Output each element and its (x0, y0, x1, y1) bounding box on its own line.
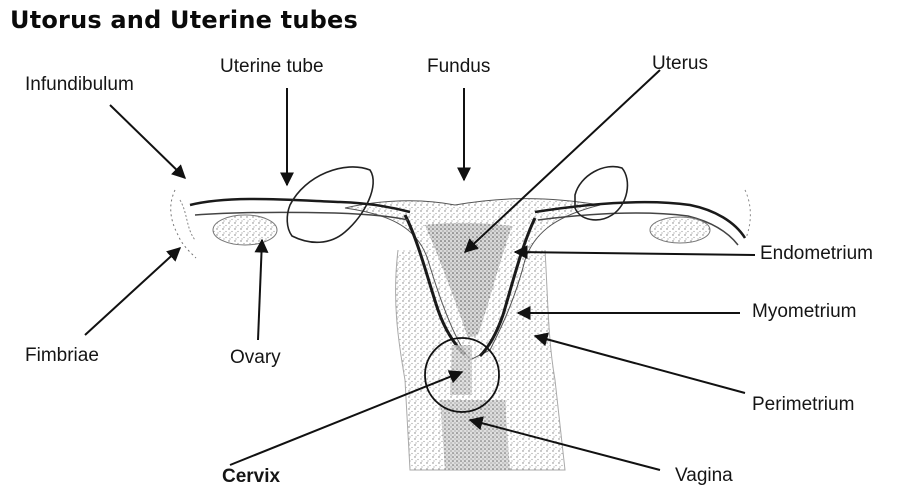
arrow-uterus (465, 70, 660, 252)
label-ovary: Ovary (230, 347, 281, 369)
label-perimetrium: Perimetrium (752, 394, 854, 416)
arrow-endometrium (515, 252, 755, 255)
label-vagina: Vagina (675, 465, 733, 487)
label-myometrium: Myometrium (752, 301, 857, 323)
arrow-perimetrium (535, 336, 745, 393)
label-fundus: Fundus (427, 56, 490, 78)
label-endometrium: Endometrium (760, 243, 873, 265)
label-uterus: Uterus (652, 53, 708, 75)
uterus-body (345, 199, 600, 360)
label-cervix: Cervix (222, 466, 280, 488)
label-infundibulum: Infundibulum (25, 74, 134, 96)
label-fimbriae: Fimbriae (25, 345, 99, 367)
arrow-ovary (258, 240, 262, 340)
arrow-fimbriae (85, 248, 180, 335)
arrow-infundibulum (110, 105, 185, 178)
label-uterine-tube: Uterine tube (220, 56, 324, 78)
